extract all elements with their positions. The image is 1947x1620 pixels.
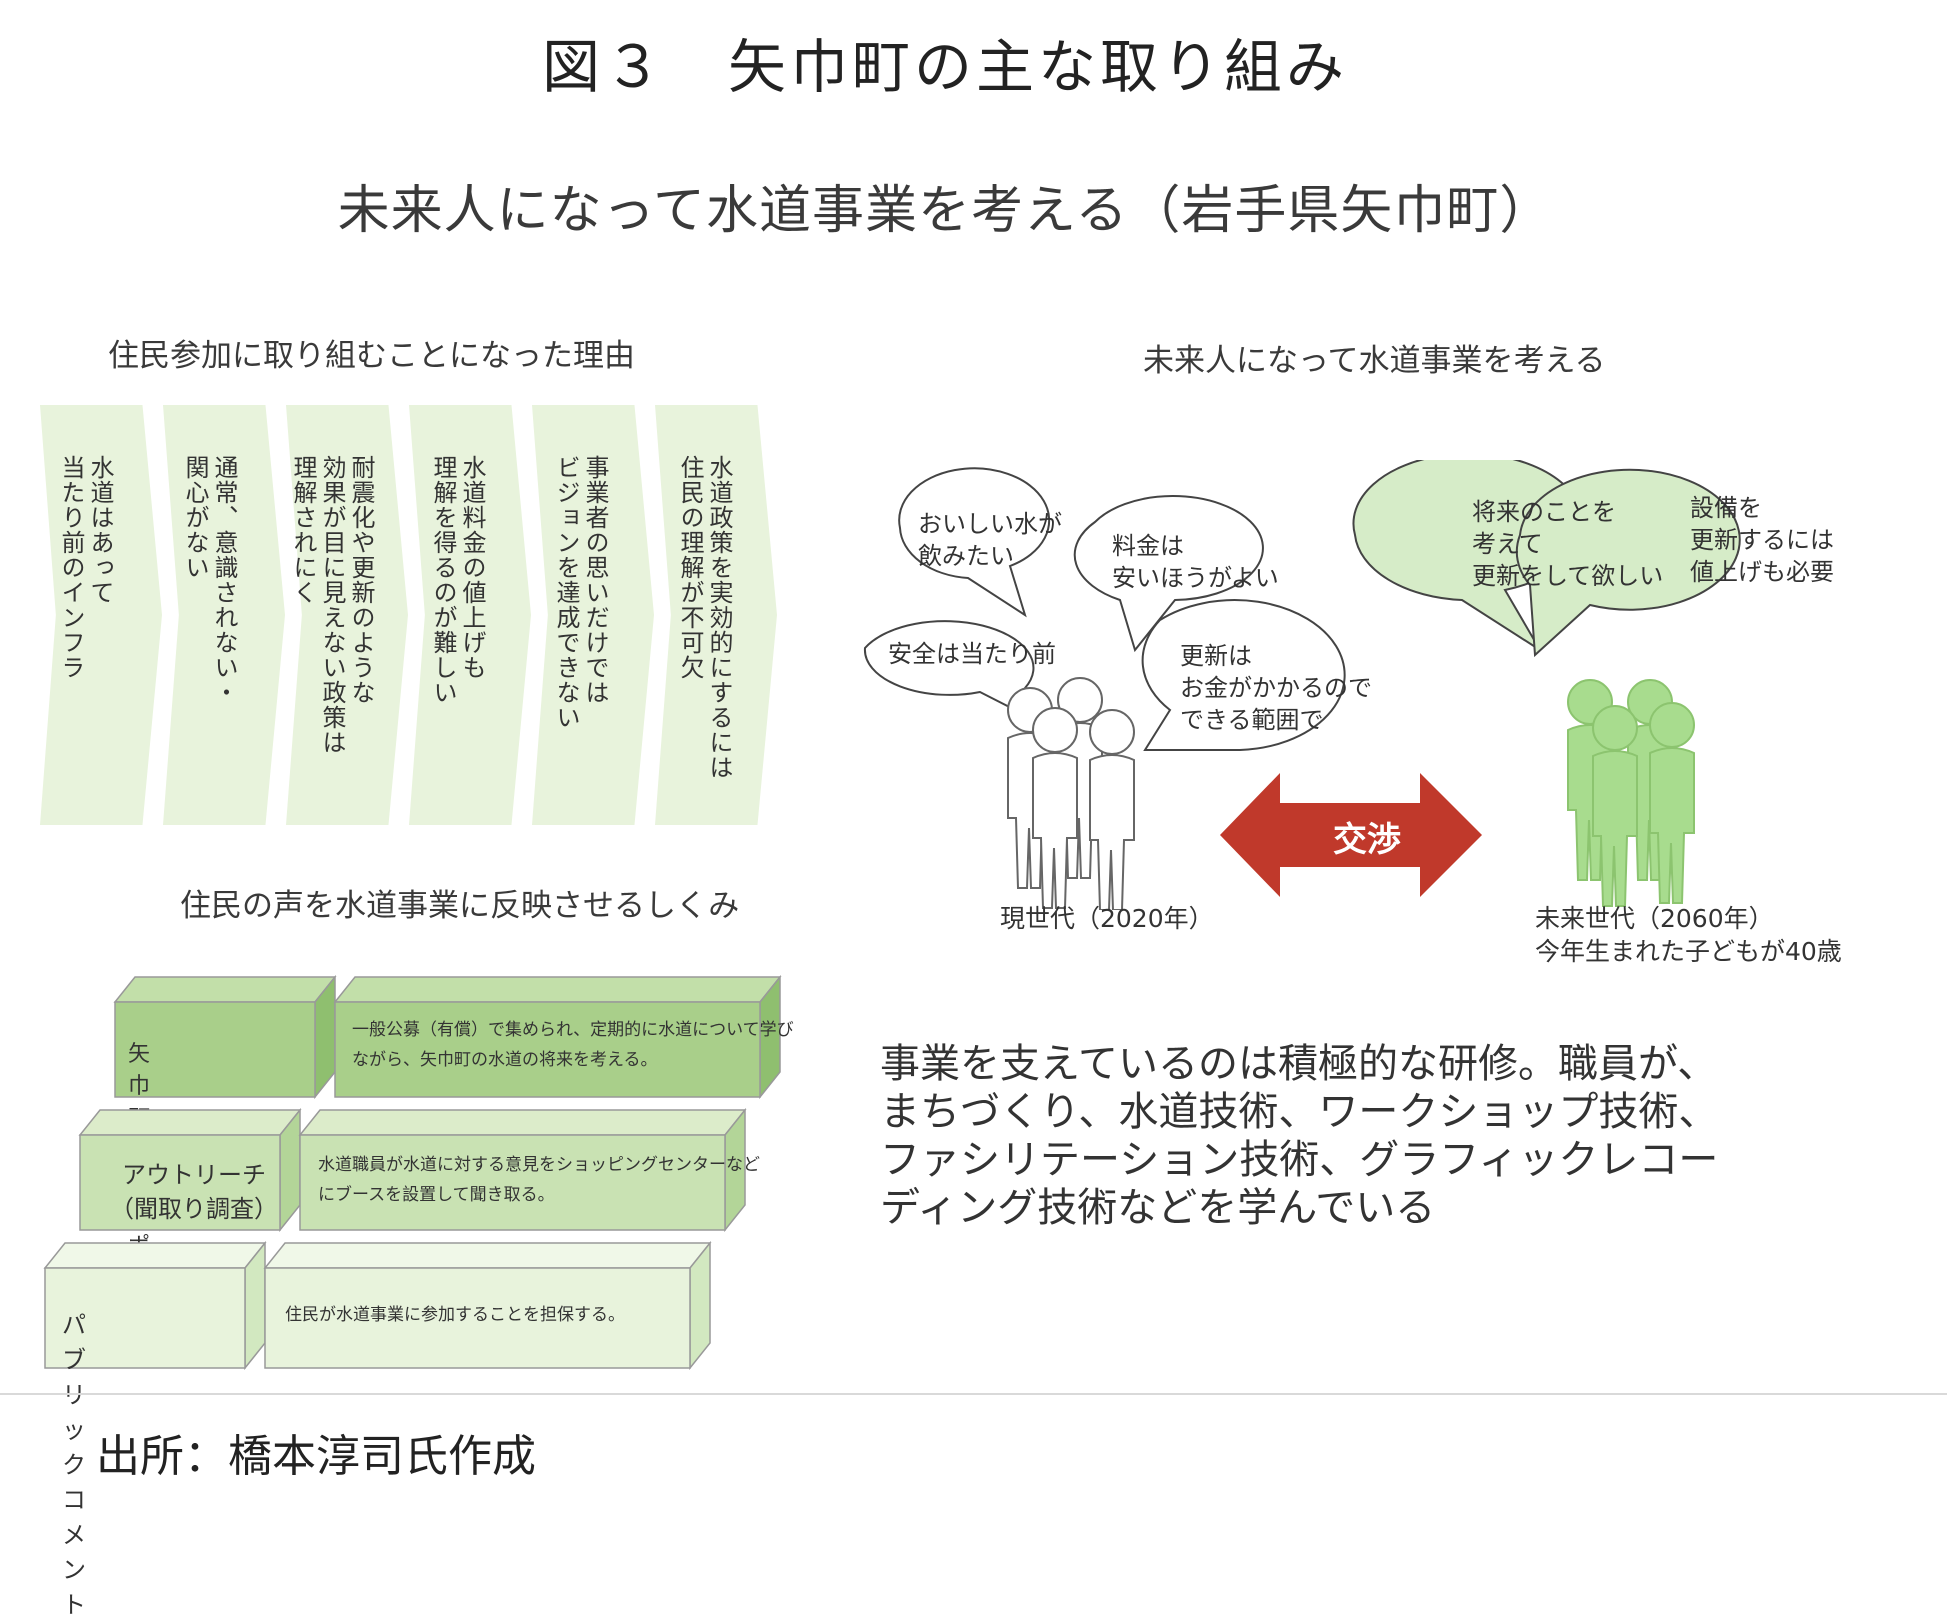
speech-bubble xyxy=(1352,460,1741,658)
reason-chevron xyxy=(286,405,408,825)
reason-text: 水道料金の値上げも 理解を得るのが難しい xyxy=(429,455,486,705)
box-shape xyxy=(43,1240,712,1371)
box-shape xyxy=(113,974,782,1100)
reason-chevron xyxy=(655,405,777,825)
current-generation-caption: 現世代（2020年） xyxy=(1000,904,1214,933)
box-desc: 住民が水道事業に参加することを担保する。 xyxy=(285,1305,625,1325)
reason-chevron xyxy=(532,405,654,825)
reason-chevron xyxy=(409,405,531,825)
future-generation-caption: 未来世代（2060年） 今年生まれた子どもが40歳 xyxy=(1535,904,1842,966)
bubble-text: 設備を 更新するには 値上げも必要 xyxy=(1690,494,1834,586)
box-shape xyxy=(78,1107,747,1233)
future-generation-people xyxy=(1567,679,1695,907)
figure-title: 図３ 矢巾町の主な取り組み xyxy=(541,33,1348,101)
reason-chevron xyxy=(163,405,285,825)
source-note: 出所：橋本淳司氏作成 xyxy=(96,1431,536,1482)
mechanism-title: 住民の声を水道事業に反映させるしくみ xyxy=(180,888,740,924)
reason-chevron xyxy=(40,405,162,825)
bubble-text: おいしい水が 飲みたい xyxy=(918,510,1062,570)
reason-text: 水道政策を実効的にするには 住民の理解が不可欠 xyxy=(676,455,733,780)
main-title: 未来人になって水道事業を考える（岩手県矢巾町） xyxy=(337,181,1553,241)
bubble-text: 安全は当たり前 xyxy=(888,640,1056,668)
box-label: アウトリーチ （聞取り調査） xyxy=(110,1161,278,1223)
arrow-label: 交渉 xyxy=(1333,820,1401,860)
reasons-title: 住民参加に取り組むことになった理由 xyxy=(108,338,635,374)
box-desc: 水道職員が水道に対する意見をショッピングセンターなど にブースを設置して聞き取る… xyxy=(318,1155,760,1205)
bubble-text: 更新は お金がかかるので できる範囲で xyxy=(1180,642,1372,734)
reason-text: 耐震化や更新のような 効果が目に見えない政策は 理解されにく xyxy=(289,455,375,755)
reason-text: 事業者の思いだけでは ビジョンを達成できない xyxy=(552,455,609,730)
training-note: 事業を支えているのは積極的な研修。職員が、 まちづくり、水道技術、ワークショップ… xyxy=(880,1041,1719,1231)
current-generation-people xyxy=(1007,677,1135,910)
bubble-text: 将来のことを 考えて 更新をして欲しい xyxy=(1472,498,1664,590)
bubble-text: 料金は 安いほうがよい xyxy=(1112,532,1279,592)
reason-text: 通常、意識されない・ 関心がない xyxy=(181,455,238,705)
divider xyxy=(0,1393,1947,1395)
negotiation-diagram xyxy=(863,460,1741,910)
speech-bubble xyxy=(863,467,1346,751)
reason-text: 水道はあって 当たり前のインフラ xyxy=(57,455,114,680)
box-label: パブリックコメント xyxy=(62,1311,86,1619)
box-desc: 一般公募（有償）で集められ、定期的に水道について学び ながら、矢巾町の水道の将来… xyxy=(352,1020,794,1070)
negotiation-arrow xyxy=(1220,773,1482,897)
right-title: 未来人になって水道事業を考える xyxy=(1143,343,1606,379)
